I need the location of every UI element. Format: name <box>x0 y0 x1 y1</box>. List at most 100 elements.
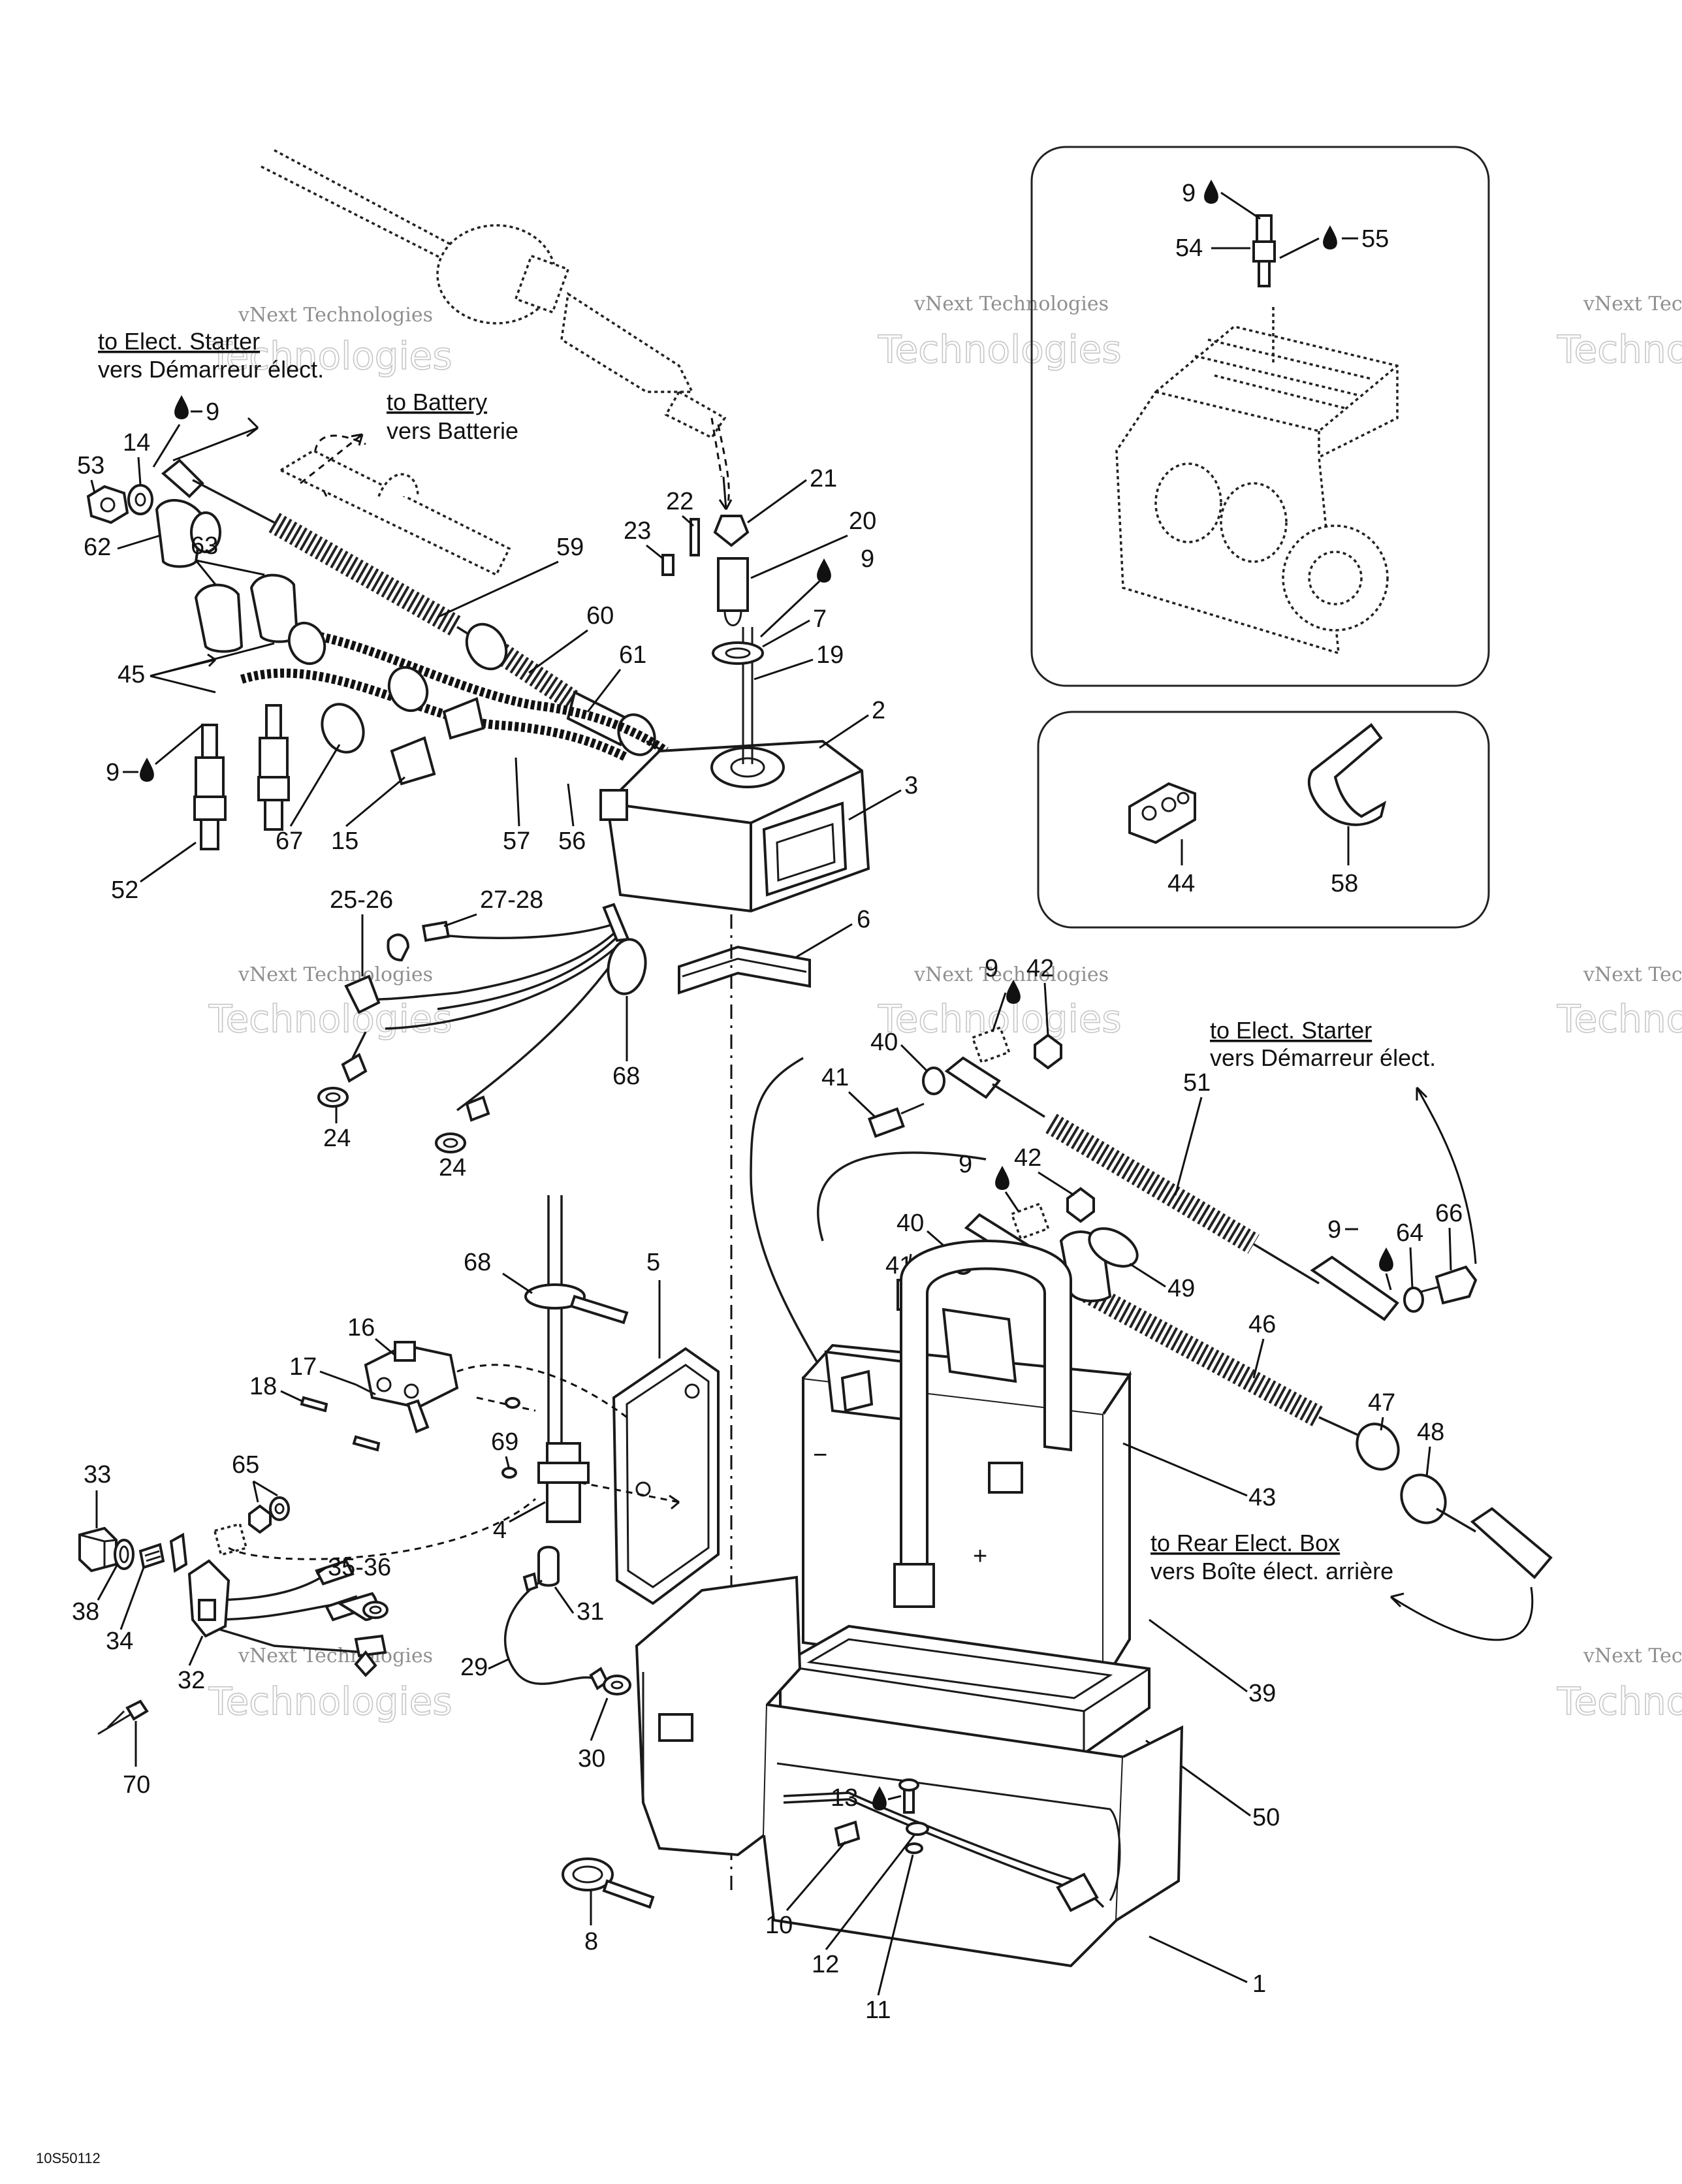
part-33-cap <box>78 1526 118 1573</box>
callout-52: 52 <box>111 876 138 904</box>
leader <box>140 841 197 883</box>
leader <box>1252 1338 1265 1379</box>
leader <box>155 724 203 765</box>
callout-11: 11 <box>865 1997 891 2024</box>
callout-12: 12 <box>812 1951 839 1978</box>
part-10-clip <box>834 1820 861 1847</box>
part-20-grommet <box>717 557 749 626</box>
callout-40: 40 <box>897 1210 924 1237</box>
leader <box>1043 982 1049 1036</box>
callout-23: 23 <box>624 517 651 545</box>
connector-harness-lower-left <box>208 1498 536 1677</box>
leader <box>252 1480 278 1503</box>
leader <box>991 992 1007 1033</box>
oil-drop-icon <box>1006 980 1021 1004</box>
leader <box>1380 1417 1384 1431</box>
part-6-gasket <box>678 945 811 995</box>
watermark-text-outline: Technologies <box>208 1679 452 1724</box>
note-battery-en: to Battery <box>387 389 487 415</box>
oil-drop-icon <box>140 758 154 782</box>
leader <box>554 1586 575 1614</box>
oil-drop-icon <box>995 1166 1009 1190</box>
callout-69: 69 <box>491 1428 518 1456</box>
callout-29: 29 <box>460 1654 488 1681</box>
leader <box>646 544 663 560</box>
watermark-text-outline: Technologies <box>1557 1679 1682 1724</box>
leader <box>590 1697 609 1741</box>
wire-harness-mid <box>317 920 625 1153</box>
callout-6: 6 <box>857 906 870 933</box>
callout-9: 9 <box>1182 180 1196 207</box>
part-52-spark-plug <box>257 704 290 831</box>
leader <box>1279 237 1320 259</box>
callout-39: 39 <box>1248 1680 1276 1707</box>
inset-engine-panel: 9 54 55 <box>1030 146 1490 687</box>
callout-54: 54 <box>1175 234 1203 262</box>
leader <box>195 559 265 585</box>
watermark-text-outline: Technologies <box>878 327 1122 372</box>
leader <box>515 757 520 827</box>
callout-60: 60 <box>586 602 614 630</box>
part-58-clip <box>1307 723 1387 826</box>
leader <box>119 1567 145 1630</box>
callout-9: 9 <box>985 955 998 982</box>
callout-68: 68 <box>612 1063 640 1090</box>
part-4-relay <box>537 1442 680 1523</box>
callout-43: 43 <box>1248 1484 1276 1511</box>
leader <box>682 515 694 527</box>
callout-1: 1 <box>1252 1970 1266 1998</box>
callout-42: 42 <box>1026 955 1054 982</box>
leader <box>759 580 821 638</box>
callout-38: 38 <box>72 1598 99 1626</box>
leader <box>137 457 142 485</box>
leader <box>188 1635 204 1666</box>
leader <box>1385 1273 1392 1291</box>
oil-drop-icon <box>872 1786 887 1810</box>
callout-68: 68 <box>464 1249 491 1276</box>
watermark-text-outline: Technologies <box>208 997 452 1041</box>
leader <box>280 1390 302 1402</box>
leader <box>1129 1262 1166 1288</box>
leader <box>1409 1247 1414 1289</box>
leader <box>1149 1935 1248 1983</box>
note-to-rear-elect-box: to Rear Elect. Box vers Boîte élect. arr… <box>1150 1530 1534 1641</box>
part-70-probe <box>97 1699 149 1735</box>
watermark-text: vNext Technologies <box>1583 293 1682 315</box>
part-13-screw <box>898 1778 919 1814</box>
callout-62: 62 <box>84 534 111 561</box>
note-to-elect-starter-top: to Elect. Starter vers Démarreur élect. <box>98 328 324 462</box>
callout-30: 30 <box>578 1745 605 1773</box>
callout-55: 55 <box>1361 225 1389 253</box>
leader <box>505 1456 511 1470</box>
callout-33: 33 <box>84 1461 111 1488</box>
part-12-washer <box>906 1822 929 1836</box>
callout-57: 57 <box>503 827 530 855</box>
part-22-pin <box>690 518 700 556</box>
part-32-connector-housing <box>169 1532 230 1638</box>
watermark: vNext Technologies Technologies <box>1556 293 1682 372</box>
callout-66: 66 <box>1435 1200 1463 1227</box>
watermark-text: vNext Technologies <box>238 963 433 986</box>
note-starter-fr: vers Démarreur élect. <box>98 356 324 383</box>
callout-45: 45 <box>118 661 145 688</box>
callout-15: 15 <box>331 827 358 855</box>
note-starter2-en: to Elect. Starter <box>1210 1017 1372 1044</box>
callout-27-28: 27-28 <box>480 886 543 914</box>
callout-47: 47 <box>1368 1389 1395 1417</box>
leader <box>848 1091 876 1118</box>
callout-5: 5 <box>646 1249 660 1276</box>
oil-drop-icon <box>174 395 189 419</box>
callout-20: 20 <box>849 507 876 535</box>
watermark-text: vNext Technologies <box>913 293 1109 315</box>
callout-3: 3 <box>904 772 918 799</box>
callout-2: 2 <box>872 697 885 724</box>
oil-drop-icon <box>1379 1247 1393 1272</box>
callout-51: 51 <box>1183 1069 1211 1097</box>
part-69-screws <box>501 1397 520 1479</box>
part-5-plate <box>612 1347 720 1605</box>
engine-block <box>1115 307 1399 655</box>
leader <box>819 714 869 749</box>
leader <box>316 1566 327 1575</box>
callout-61: 61 <box>619 641 646 669</box>
